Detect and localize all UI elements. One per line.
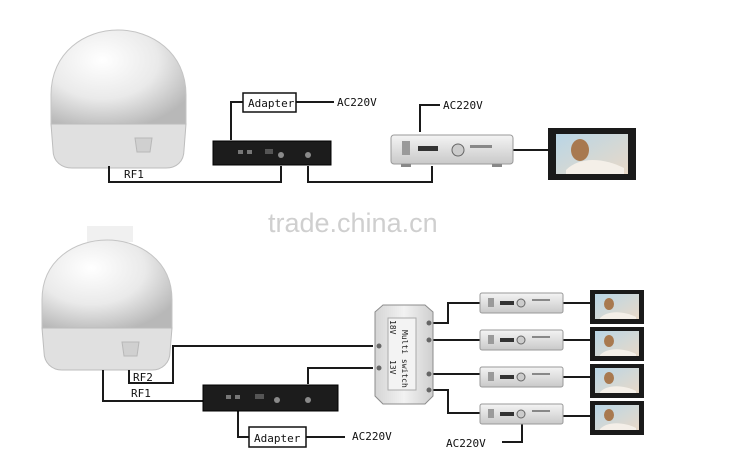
top-rf1-cable xyxy=(108,166,282,183)
top-adapter: Adapter xyxy=(242,92,297,113)
bottom-receiver-2 xyxy=(479,329,564,351)
top-receiver-ac-label: AC220V xyxy=(443,99,483,112)
top-adapter-label: Adapter xyxy=(248,97,295,110)
bottom-adapter-cable xyxy=(237,411,249,438)
bottom-receiver-4 xyxy=(479,403,564,425)
bottom-diagram: RF2 RF1 Adapter AC220V AC220V 18V 13V xyxy=(41,226,644,450)
top-rf1-label: RF1 xyxy=(124,168,144,181)
top-receiver-power-line xyxy=(419,104,440,132)
bottom-13v-cable xyxy=(307,367,373,384)
bottom-tv-2 xyxy=(590,327,644,361)
bottom-receiver-1 xyxy=(479,292,564,314)
receivers-power-line xyxy=(502,424,523,443)
bottom-tv-1 xyxy=(590,290,644,324)
multiswitch-name-label: Multi switch xyxy=(400,330,409,388)
bottom-tv-4 xyxy=(590,401,644,435)
top-diagram: Adapter AC220V AC220V RF1 xyxy=(50,29,636,183)
top-receiver xyxy=(390,134,514,167)
top-adapter-ac-label: AC220V xyxy=(337,96,377,109)
bottom-adapter-ac-label: AC220V xyxy=(352,430,392,443)
watermark-text: trade.china.cn xyxy=(268,208,438,238)
multiswitch-out-1 xyxy=(433,302,480,324)
multiswitch: 18V 13V Multi switch xyxy=(374,304,434,405)
top-cables xyxy=(108,101,548,183)
bottom-adapter-label: Adapter xyxy=(254,432,301,445)
top-control-unit xyxy=(212,140,332,166)
bottom-rf2-cable xyxy=(128,345,373,384)
multiswitch-out-4 xyxy=(433,389,480,414)
bottom-rf1-cable xyxy=(102,370,216,402)
multiswitch-13v-label: 13V xyxy=(388,360,397,375)
multiswitch-18v-label: 18V xyxy=(388,320,397,335)
bottom-receiver-3 xyxy=(479,366,564,388)
bottom-antenna-dome xyxy=(41,226,173,371)
bottom-control-unit xyxy=(202,384,339,412)
bottom-rf1-label: RF1 xyxy=(131,387,151,400)
top-antenna-dome xyxy=(50,29,187,169)
bottom-tv-3 xyxy=(590,364,644,398)
bottom-receivers-ac-label: AC220V xyxy=(446,437,486,450)
bottom-rf2-label: RF2 xyxy=(133,371,153,384)
bottom-adapter: Adapter xyxy=(248,426,307,448)
top-adapter-cable xyxy=(230,101,243,140)
bottom-cables xyxy=(102,302,590,443)
top-receiver-cable xyxy=(307,166,433,183)
top-tv xyxy=(548,128,636,180)
